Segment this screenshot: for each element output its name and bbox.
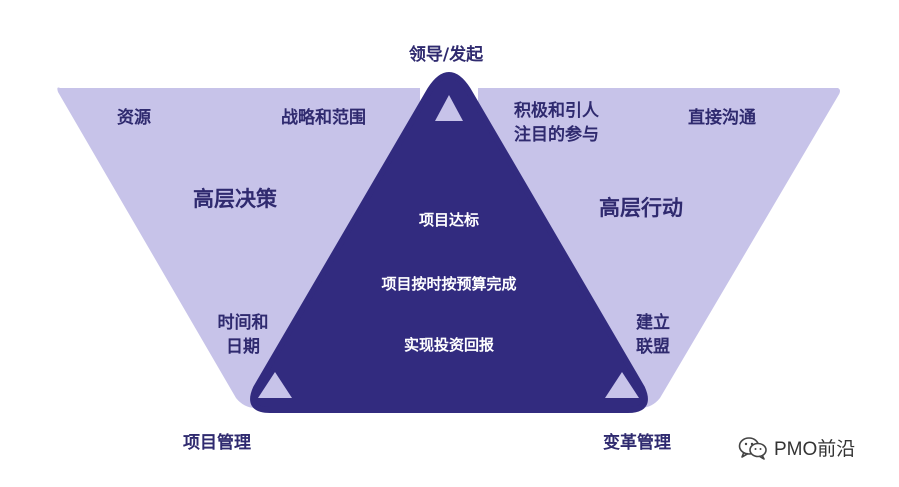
label-senior-decisions: 高层决策 — [193, 187, 277, 211]
label-resources: 资源 — [117, 108, 151, 128]
label-time-dates-line2: 日期 — [226, 337, 260, 357]
label-build-coalition-line2: 联盟 — [636, 337, 670, 357]
watermark-text: PMO前沿 — [774, 439, 856, 460]
label-engagement-line2: 注目的参与 — [514, 125, 599, 145]
label-engagement: 积极和引人 注目的参与 — [514, 99, 599, 147]
label-project-target: 项目达标 — [418, 211, 480, 229]
label-time-dates-line1: 时间和 — [217, 313, 269, 333]
label-direct-communication: 直接沟通 — [688, 108, 756, 128]
label-change-management: 变革管理 — [603, 433, 671, 453]
label-build-coalition: 建立 联盟 — [636, 311, 670, 359]
watermark: PMO前沿 — [738, 434, 855, 461]
label-on-time-budget: 项目按时按预算完成 — [381, 275, 517, 293]
label-leadership: 领导/发起 — [408, 45, 484, 65]
label-engagement-line1: 积极和引人 — [514, 101, 599, 121]
label-senior-actions: 高层行动 — [599, 196, 683, 220]
bottom-right-corner-marker — [605, 372, 639, 398]
wechat-icon — [738, 436, 767, 460]
bottom-left-corner-marker — [258, 372, 292, 398]
label-project-management: 项目管理 — [183, 433, 251, 453]
label-roi: 实现投资回报 — [403, 336, 495, 354]
central-triangle — [250, 72, 648, 413]
label-build-coalition-line1: 建立 — [636, 313, 670, 333]
top-corner-marker — [435, 95, 463, 121]
label-strategy-scope: 战略和范围 — [281, 108, 366, 128]
label-time-dates: 时间和 日期 — [218, 311, 269, 359]
